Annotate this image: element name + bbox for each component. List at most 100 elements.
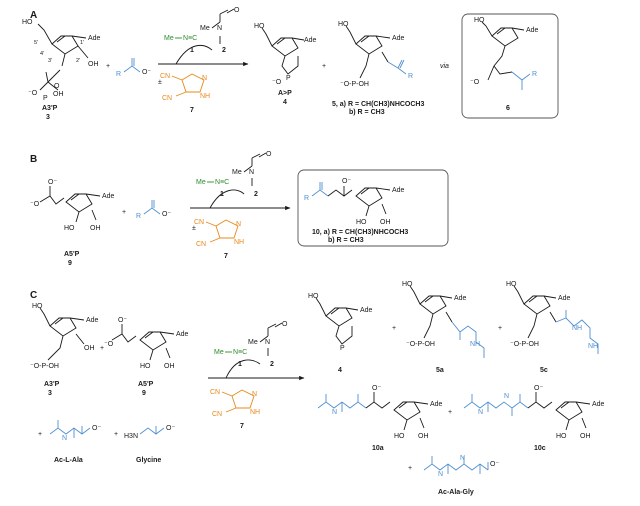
pos-3-label: 3' xyxy=(48,58,52,64)
adenine-label: Ade xyxy=(360,307,373,314)
n-top: N xyxy=(252,391,257,398)
formamide-number: 2 xyxy=(270,361,274,368)
p-label: P xyxy=(286,75,291,82)
panel-b: B ⁻O O⁻ Ade HO OH A5'P 9 + R O⁻ Me N≡C 1 xyxy=(30,151,449,267)
o-minus: ⁻O xyxy=(470,79,480,86)
isonitrile-label: N≡C xyxy=(233,349,247,356)
cn-bottom: CN xyxy=(196,241,206,248)
o-label: O xyxy=(282,321,288,328)
product-10: R O⁻ Ade HO OH 10, a) R = CH(CH3)NHCOCH3… xyxy=(304,178,408,244)
ho-label: HO xyxy=(308,293,319,300)
o-minus: O⁻ xyxy=(162,211,171,218)
reagents-a-top: Me N≡C 1 xyxy=(164,35,197,54)
ho-label: HO xyxy=(506,281,517,288)
plus-sign: + xyxy=(100,345,104,352)
product-10a-c: N O⁻ Ade HO OH 10a xyxy=(317,385,443,452)
dipeptide-ac-ala-gly: N N O⁻ Ac-Ala-Gly xyxy=(423,455,499,496)
h3n-label: H3N xyxy=(124,433,138,440)
product-number: 5c xyxy=(540,367,548,374)
o-minus: ⁻O xyxy=(104,341,114,348)
ho-label: HO xyxy=(32,303,43,310)
product-4-c: HO Ade P 4 xyxy=(308,293,373,374)
isonitrile-label: N≡C xyxy=(183,35,197,42)
formamide-a: Me N O 2 xyxy=(200,7,240,54)
plus-sign: + xyxy=(448,409,452,416)
product-5c-c: HO Ade ⁻O-P-OH NH NH 5c xyxy=(506,281,599,374)
nh-label: N xyxy=(332,409,337,416)
formamide-number: 2 xyxy=(254,191,258,198)
phosphate-p: P xyxy=(43,95,48,102)
product-number: 4 xyxy=(338,367,342,374)
me-label: Me xyxy=(164,35,174,42)
product-cyclic-phosphate-a: HO Ade P ⁻O A>P 4 xyxy=(254,23,317,106)
r-label: R xyxy=(532,71,537,78)
intermediate-6: HO Ade ⁻O R 6 xyxy=(470,17,539,112)
ho-label: HO xyxy=(556,433,567,440)
isonitrile-label: N≡C xyxy=(215,179,229,186)
o-minus: O⁻ xyxy=(372,385,381,392)
dicyanoimidazole-c: CN CN N NH 7 xyxy=(210,389,260,430)
adenine-label: Ade xyxy=(176,331,189,338)
adenine-label: Ade xyxy=(86,317,99,324)
phosphate: ⁻O-P-OH xyxy=(30,363,59,370)
nh-label-2: N xyxy=(504,393,509,400)
compound-number: 9 xyxy=(68,260,72,267)
phosphate-o-minus: ⁻O xyxy=(28,90,38,97)
nucleotide-a5p-b: ⁻O O⁻ Ade HO OH A5'P 9 xyxy=(30,179,115,267)
intermediate-box xyxy=(461,13,559,119)
nucleotide-a3p-a: HO 5' 4' 3' 2' 1' Ade OH ⁻O P OH O A3'P … xyxy=(22,19,101,121)
o-label: O xyxy=(266,151,272,158)
ho-label: HO xyxy=(140,363,151,370)
compound-number: 4 xyxy=(283,99,287,106)
phosphate: ⁻O-P-OH xyxy=(340,81,369,88)
oh-label: OH xyxy=(380,219,391,226)
cn-top: CN xyxy=(160,73,170,80)
oh-label: OH xyxy=(580,433,591,440)
nh-label: NH xyxy=(572,325,582,332)
product-number: 5a xyxy=(436,367,444,374)
plus-sign: + xyxy=(114,431,118,438)
carboxylate-b: R O⁻ xyxy=(136,200,171,220)
adenine-label: Ade xyxy=(558,295,571,302)
curved-arrow-c xyxy=(225,359,261,379)
dipeptide-name: Ac-Ala-Gly xyxy=(438,489,474,496)
pos-1-label: 1' xyxy=(80,40,84,46)
ho-label: HO xyxy=(64,225,75,232)
plus-sign: + xyxy=(408,465,412,472)
panel-label-c: C xyxy=(30,290,37,301)
o-minus: ⁻O xyxy=(272,79,282,86)
n-top: N xyxy=(202,75,207,82)
ac-ala: N O⁻ Ac-L-Ala xyxy=(49,420,101,464)
dicyanoimidazole-b: CN CN N NH 7 xyxy=(194,219,244,260)
phosphate-oh: OH xyxy=(53,91,64,98)
cn-bottom: CN xyxy=(212,411,222,418)
formamide-b: Me N O 2 xyxy=(232,151,272,198)
pos-4-label: 4' xyxy=(40,51,44,57)
nucleotide-a3p-c: HO Ade OH ⁻O-P-OH A3'P 3 xyxy=(30,303,99,397)
me-label: Me xyxy=(248,339,258,346)
panel-c: C HO Ade OH ⁻O-P-OH A3'P 3 + ⁻O O⁻ Ade H… xyxy=(30,281,605,496)
reagents-c-top: Me N≡C 1 xyxy=(214,349,247,368)
oh-label: OH xyxy=(90,225,101,232)
adenine-label: Ade xyxy=(454,295,467,302)
compound-number: 6 xyxy=(506,105,510,112)
ho-label: HO xyxy=(402,281,413,288)
ester-caption-b: b) R = CH3 xyxy=(349,109,385,116)
o-minus: O⁻ xyxy=(142,69,151,76)
compound-number: 9 xyxy=(142,390,146,397)
reagents-b-top: Me N≡C 1 xyxy=(196,179,229,198)
nh-label: N xyxy=(438,471,443,478)
compound-name: A3'P xyxy=(42,105,58,112)
panel-label-b: B xyxy=(30,154,37,165)
adenine-label: Ade xyxy=(430,401,443,408)
curved-arrow-a xyxy=(175,45,213,65)
oh-label: OH xyxy=(84,345,95,352)
glycine: H3N O⁻ Glycine xyxy=(124,425,175,464)
cn-top: CN xyxy=(210,389,220,396)
formamide-number: 2 xyxy=(222,47,226,54)
r-label: R xyxy=(304,195,309,202)
me-label-2: Me xyxy=(200,25,210,32)
oh-label: OH xyxy=(164,363,175,370)
phosphate: ⁻O-P-OH xyxy=(510,341,539,348)
